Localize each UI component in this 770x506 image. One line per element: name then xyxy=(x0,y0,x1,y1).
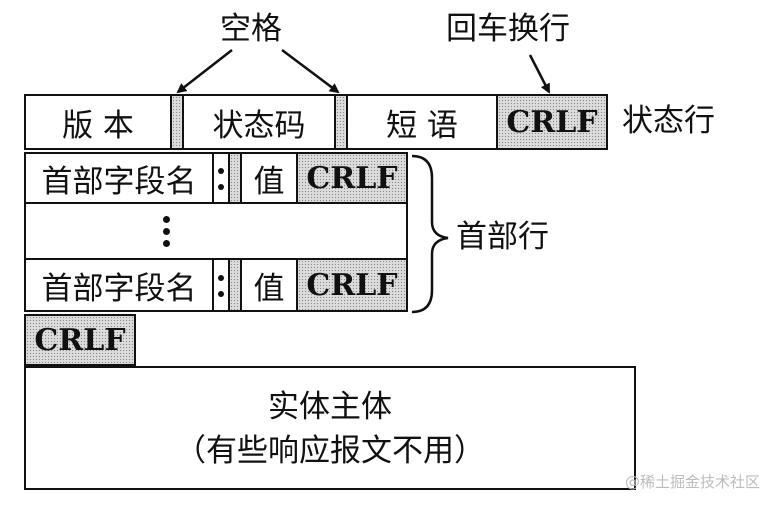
header-value-text: 值 xyxy=(253,163,285,200)
blank-line-crlf-field: CRLF xyxy=(24,314,136,366)
watermark: @稀土掘金技术社区 xyxy=(624,473,760,491)
header-value-text: 值 xyxy=(253,270,285,307)
header-field-name: 首部字段名 xyxy=(24,258,214,312)
blank-line-crlf-text: CRLF xyxy=(34,322,126,358)
space-separator xyxy=(228,258,242,312)
status-code-text: 状态码 xyxy=(212,107,306,144)
status-code-field: 状态码 xyxy=(182,94,336,150)
space-arrow-left xyxy=(176,49,233,94)
header-value-field: 值 xyxy=(240,258,298,312)
header-ellipsis-row xyxy=(24,202,408,260)
status-phrase-field: 短 语 xyxy=(346,94,498,150)
status-line-label: 状态行 xyxy=(622,103,715,139)
header-value-field: 值 xyxy=(240,152,298,204)
header-brace xyxy=(411,154,449,314)
ellipsis-dot xyxy=(163,240,170,247)
header-crlf-field: CRLF xyxy=(296,258,408,312)
status-version-field: 版 本 xyxy=(24,94,172,150)
header-crlf-field: CRLF xyxy=(296,152,408,204)
header-field-name: 首部字段名 xyxy=(24,152,214,204)
space-arrow-right xyxy=(281,49,340,94)
entity-body-title: 实体主体 xyxy=(268,389,392,425)
colon-dot xyxy=(218,275,224,281)
status-phrase-text: 短 语 xyxy=(386,107,458,144)
crlf-arrow xyxy=(528,54,551,94)
space-label: 空格 xyxy=(220,11,282,47)
header-field-name-text: 首部字段名 xyxy=(41,163,197,200)
header-crlf-text: CRLF xyxy=(306,267,398,303)
colon-dot xyxy=(218,184,224,190)
status-crlf-text: CRLF xyxy=(506,104,598,140)
entity-body-box xyxy=(24,366,636,490)
header-crlf-text: CRLF xyxy=(306,160,398,196)
crlf-label: 回车换行 xyxy=(446,11,570,47)
colon-dot xyxy=(218,168,224,174)
entity-body-subtitle: （有些响应报文不用） xyxy=(175,433,485,469)
status-version-text: 版 本 xyxy=(62,107,134,144)
ellipsis-dot xyxy=(163,216,170,223)
colon-dot xyxy=(218,291,224,297)
header-lines-label: 首部行 xyxy=(456,219,549,255)
status-crlf-field: CRLF xyxy=(496,94,608,150)
space-separator xyxy=(170,94,184,150)
ellipsis-dot xyxy=(163,228,170,235)
header-field-name-text: 首部字段名 xyxy=(41,270,197,307)
